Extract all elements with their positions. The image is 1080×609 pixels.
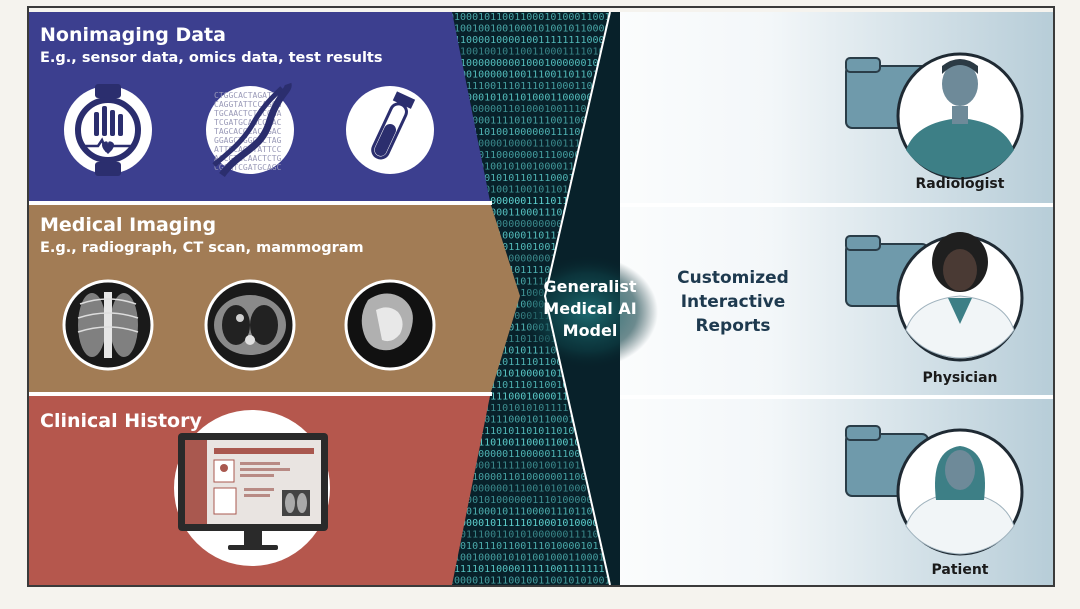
output-label-line-2: Interactive bbox=[680, 292, 786, 312]
smartwatch-icon bbox=[64, 84, 152, 176]
model-glow bbox=[518, 256, 658, 368]
binary-row: 0001110100100000011110000001 bbox=[448, 127, 617, 138]
binary-row: 0000000111111001001101101001 bbox=[448, 461, 617, 472]
output-label-line-3: Reports bbox=[695, 316, 771, 336]
panel-history-title: Clinical History bbox=[40, 410, 202, 432]
recipient-label-radiologist: Radiologist bbox=[915, 176, 1005, 192]
binary-row: 0110001010110100011000001000 bbox=[448, 93, 617, 104]
dna-letter-row: AGCGTGCAACTCTG bbox=[214, 154, 282, 163]
panel-imaging-title: Medical Imaging bbox=[40, 214, 217, 236]
binary-row: 1111110011101110110001101001 bbox=[448, 81, 617, 92]
binary-row: 0110100111000101100011101101 bbox=[448, 415, 617, 426]
recipient-label-patient: Patient bbox=[931, 562, 989, 578]
binary-row: 1110000100001001111111100000 bbox=[448, 35, 617, 46]
dna-letter-row: GGAGCTGGCACTAG bbox=[214, 136, 282, 145]
binary-row: 0100011000000111101110001111 bbox=[448, 196, 617, 207]
patient-icon bbox=[845, 425, 1024, 556]
binary-row: 0100100001010100100011000101 bbox=[448, 553, 617, 564]
binary-row: 1101011101100111010000101100 bbox=[448, 541, 617, 552]
binary-row: 1110110110000110111011111011 bbox=[448, 231, 617, 242]
panel-nonimaging-title: Nonimaging Data bbox=[40, 24, 226, 46]
binary-row: 0010010101010111101101110010 bbox=[448, 346, 617, 357]
binary-row: 1001110010110010011101101001 bbox=[448, 242, 617, 253]
binary-row: 1100101110111011001010110101 bbox=[448, 380, 617, 391]
output-chevron-edge bbox=[543, 11, 611, 586]
recipient-label-physician: Physician bbox=[922, 370, 998, 386]
binary-row: 0101110011010100000011110011 bbox=[448, 530, 617, 541]
model-label-line-2: Medical AI bbox=[543, 299, 637, 318]
binary-row: 0010001111000000010010011001 bbox=[448, 254, 617, 265]
binary-row: 0111101100001111100111111111 bbox=[448, 564, 617, 575]
dna-sequence-icon: CTGGCACTAGATTGCAGGTATTCCAGCGTGCAACTCTGCG… bbox=[206, 82, 294, 178]
physician-icon bbox=[845, 232, 1024, 362]
binary-row: 1101111110101010111101000010 bbox=[448, 403, 617, 414]
binary-row: 0001000000110000011100100110 bbox=[448, 449, 617, 460]
binary-row: 1001101100000001110000000000 bbox=[448, 150, 617, 161]
binary-row: 0110000001101000100111011000 bbox=[448, 104, 617, 115]
binary-row: 0010000101011011100011100101 bbox=[448, 173, 617, 184]
binary-row: 1001010000110001110011110111 bbox=[448, 208, 617, 219]
binary-row: 1010000000111001010100011100 bbox=[448, 484, 617, 495]
binary-row: 1110001001010000101111001100 bbox=[448, 369, 617, 380]
test-tube-icon bbox=[346, 86, 434, 174]
binary-row: 0100010100000011101000001110 bbox=[448, 495, 617, 506]
binary-row: 1010000100110010110100011100 bbox=[448, 185, 617, 196]
model-label-line-3: Model bbox=[562, 321, 618, 340]
binary-row: 1000100000100111001101101100 bbox=[448, 70, 617, 81]
binary-row: 0100001111000100001100000000 bbox=[448, 392, 617, 403]
binary-row: 1100100100100010100101100000 bbox=[448, 24, 617, 35]
binary-row: 1000010111001001100101010011 bbox=[448, 576, 617, 587]
binary-row: 0001110110111101100111100000 bbox=[448, 357, 617, 368]
ct-scan-icon bbox=[204, 279, 296, 371]
mammogram-icon bbox=[344, 279, 436, 371]
binary-row: 0100010110011000101000110010 bbox=[448, 12, 617, 23]
binary-row: 1011101001010010000110100100 bbox=[448, 162, 617, 173]
binary-row: 1000001011111010001010000101 bbox=[448, 518, 617, 529]
dna-letter-row: TCGATGCAGCCTAC bbox=[214, 118, 282, 127]
dna-letter-row: CGGATCGATGCAGC bbox=[214, 163, 282, 172]
dna-letter-row: CTGGCACTAGATTG bbox=[214, 91, 282, 100]
binary-row: 0010100001101000000110001111 bbox=[448, 472, 617, 483]
binary-row: 1110011101011010110100001111 bbox=[448, 426, 617, 437]
binary-row: 1111111010011000110010110010 bbox=[448, 438, 617, 449]
model-label-line-1: Generalist bbox=[543, 277, 637, 296]
binary-row: 1010010010110011000111101000 bbox=[448, 47, 617, 58]
binary-row: 1101100000000000000010000101 bbox=[448, 219, 617, 230]
radiologist-icon bbox=[845, 52, 1024, 180]
binary-row: 1000110100101111010111110100 bbox=[448, 265, 617, 276]
model-label: Generalist Medical AI Model bbox=[520, 276, 660, 342]
computer-monitor-icon bbox=[174, 410, 330, 566]
binary-row: 1000100010111000011101100000 bbox=[448, 507, 617, 518]
chest-radiograph-icon bbox=[62, 279, 154, 371]
output-label-line-1: Customized bbox=[677, 268, 789, 288]
dna-letter-row: CAGGTATTCCAGCG bbox=[214, 100, 282, 109]
dna-letter-row: TGCAACTCTGCGGA bbox=[214, 109, 282, 118]
binary-row: 0110000001000011100111111001 bbox=[448, 139, 617, 150]
binary-row: 1110000000001000100000010101 bbox=[448, 58, 617, 69]
output-label: Customized Interactive Reports bbox=[668, 266, 798, 338]
panel-imaging-subtitle: E.g., radiograph, CT scan, mammogram bbox=[40, 240, 364, 256]
binary-row: 1110000111101011100110011111 bbox=[448, 116, 617, 127]
panel-nonimaging-subtitle: E.g., sensor data, omics data, test resu… bbox=[40, 50, 383, 66]
